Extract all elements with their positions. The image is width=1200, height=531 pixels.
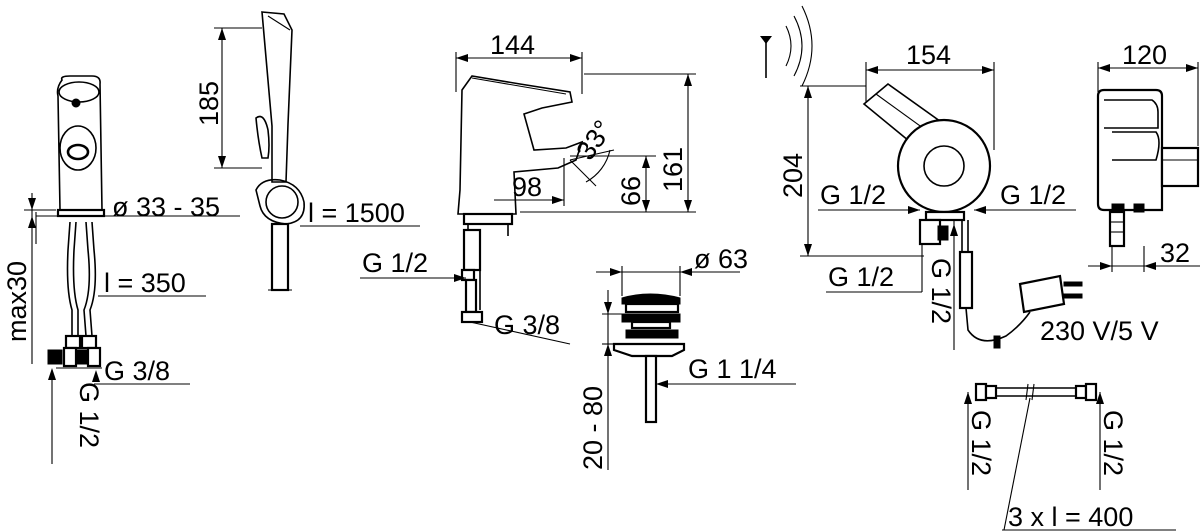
control-thread-right-label: G 1/2 xyxy=(1000,180,1066,210)
hose-thread-left-label: G 1/2 xyxy=(966,410,996,476)
control-unit: 154 204 G 1/2 G 1/2 G 1/2 G 1/2 230 V/5 … xyxy=(760,5,1159,350)
control-power-label: 230 V/5 V xyxy=(1040,316,1159,346)
faucet-hose-length-label: l = 350 xyxy=(104,268,186,298)
control-inlet xyxy=(918,218,942,246)
drain-thread-label: G 1 1/4 xyxy=(688,354,777,384)
faucet-profile-base xyxy=(462,212,514,226)
faucet-connector-right xyxy=(80,334,98,350)
faucet-height-label: 161 xyxy=(658,147,688,192)
faucet-profile-outlet-label: G 3/8 xyxy=(494,310,560,340)
drain-flange xyxy=(612,342,686,358)
faucet-base xyxy=(56,208,106,218)
faucet-aerator-ring xyxy=(59,125,97,171)
hose-fitting-left xyxy=(974,382,988,402)
control-thread-left-label: G 1/2 xyxy=(820,180,886,210)
control-thread-bottom-left-label: G 1/2 xyxy=(828,262,894,292)
hose-thread-right-label: G 1/2 xyxy=(1098,410,1128,476)
shower-hose xyxy=(270,222,290,292)
faucet-lever-top xyxy=(58,81,100,103)
faucet-width-label: 144 xyxy=(490,30,535,60)
faucet-spout-reach-label: 98 xyxy=(512,172,542,202)
control-side-width-label: 120 xyxy=(1122,40,1167,70)
drain-range-label: 20 - 80 xyxy=(578,386,608,470)
control-dial xyxy=(923,145,965,187)
shower-hose-length-label: l = 1500 xyxy=(308,198,405,228)
shower-holder xyxy=(255,115,270,159)
faucet-connector-left xyxy=(64,334,82,350)
hand-shower: 185 l = 1500 xyxy=(194,11,420,292)
control-side-body xyxy=(1096,88,1164,212)
faucet-body-outline xyxy=(56,75,103,211)
power-adapter xyxy=(1018,274,1066,314)
control-side-view: 120 32 xyxy=(1088,40,1200,272)
faucet-profile-inlet-label: G 1/2 xyxy=(362,248,428,278)
control-width-label: 154 xyxy=(906,40,951,70)
hose-fitting-right xyxy=(1084,382,1098,402)
faucet-diameter-label: ø 33 - 35 xyxy=(112,192,220,222)
power-cable xyxy=(965,307,1031,342)
faucet-profile: 144 161 98 66 33° G 1/2 G 3/8 xyxy=(360,30,696,345)
faucet-hose-right xyxy=(83,221,91,337)
drain-cap xyxy=(621,293,681,305)
connection-hoses: G 1/2 G 1/2 3 x l = 400 xyxy=(964,382,1176,531)
drain-stem xyxy=(644,354,658,424)
drain-diameter-label: ø 63 xyxy=(694,244,748,274)
control-housing xyxy=(896,118,992,214)
faucet-thread-inlet-label: G 1/2 xyxy=(74,382,104,448)
signal-icon xyxy=(785,25,792,67)
faucet-indicator xyxy=(71,98,81,108)
control-thread-bottom-label: G 1/2 xyxy=(926,258,956,324)
shower-bracket xyxy=(265,185,299,219)
faucet-profile-inlet xyxy=(462,228,482,272)
faucet-aerator xyxy=(66,143,90,161)
control-side-box xyxy=(1160,146,1200,188)
faucet-thread-outlet-label: G 3/8 xyxy=(104,356,170,386)
control-side-connector xyxy=(1108,210,1126,248)
faucet-max-thickness-label: max30 xyxy=(2,261,32,342)
faucet-hose-left xyxy=(66,221,73,336)
shower-head xyxy=(261,11,293,183)
control-cable-sensor xyxy=(958,250,974,310)
control-height-label: 204 xyxy=(778,153,808,198)
faucet-side-view: ø 33 - 35 max30 l = 350 G 3/8 G 1/2 xyxy=(2,75,240,464)
drain-valve: ø 63 20 - 80 G 1 1/4 xyxy=(578,244,796,470)
shower-height-label: 185 xyxy=(194,81,224,126)
control-side-depth-label: 32 xyxy=(1160,238,1190,268)
faucet-spout-height-label: 66 xyxy=(616,176,646,206)
hose-count-length-label: 3 x l = 400 xyxy=(1008,502,1133,531)
